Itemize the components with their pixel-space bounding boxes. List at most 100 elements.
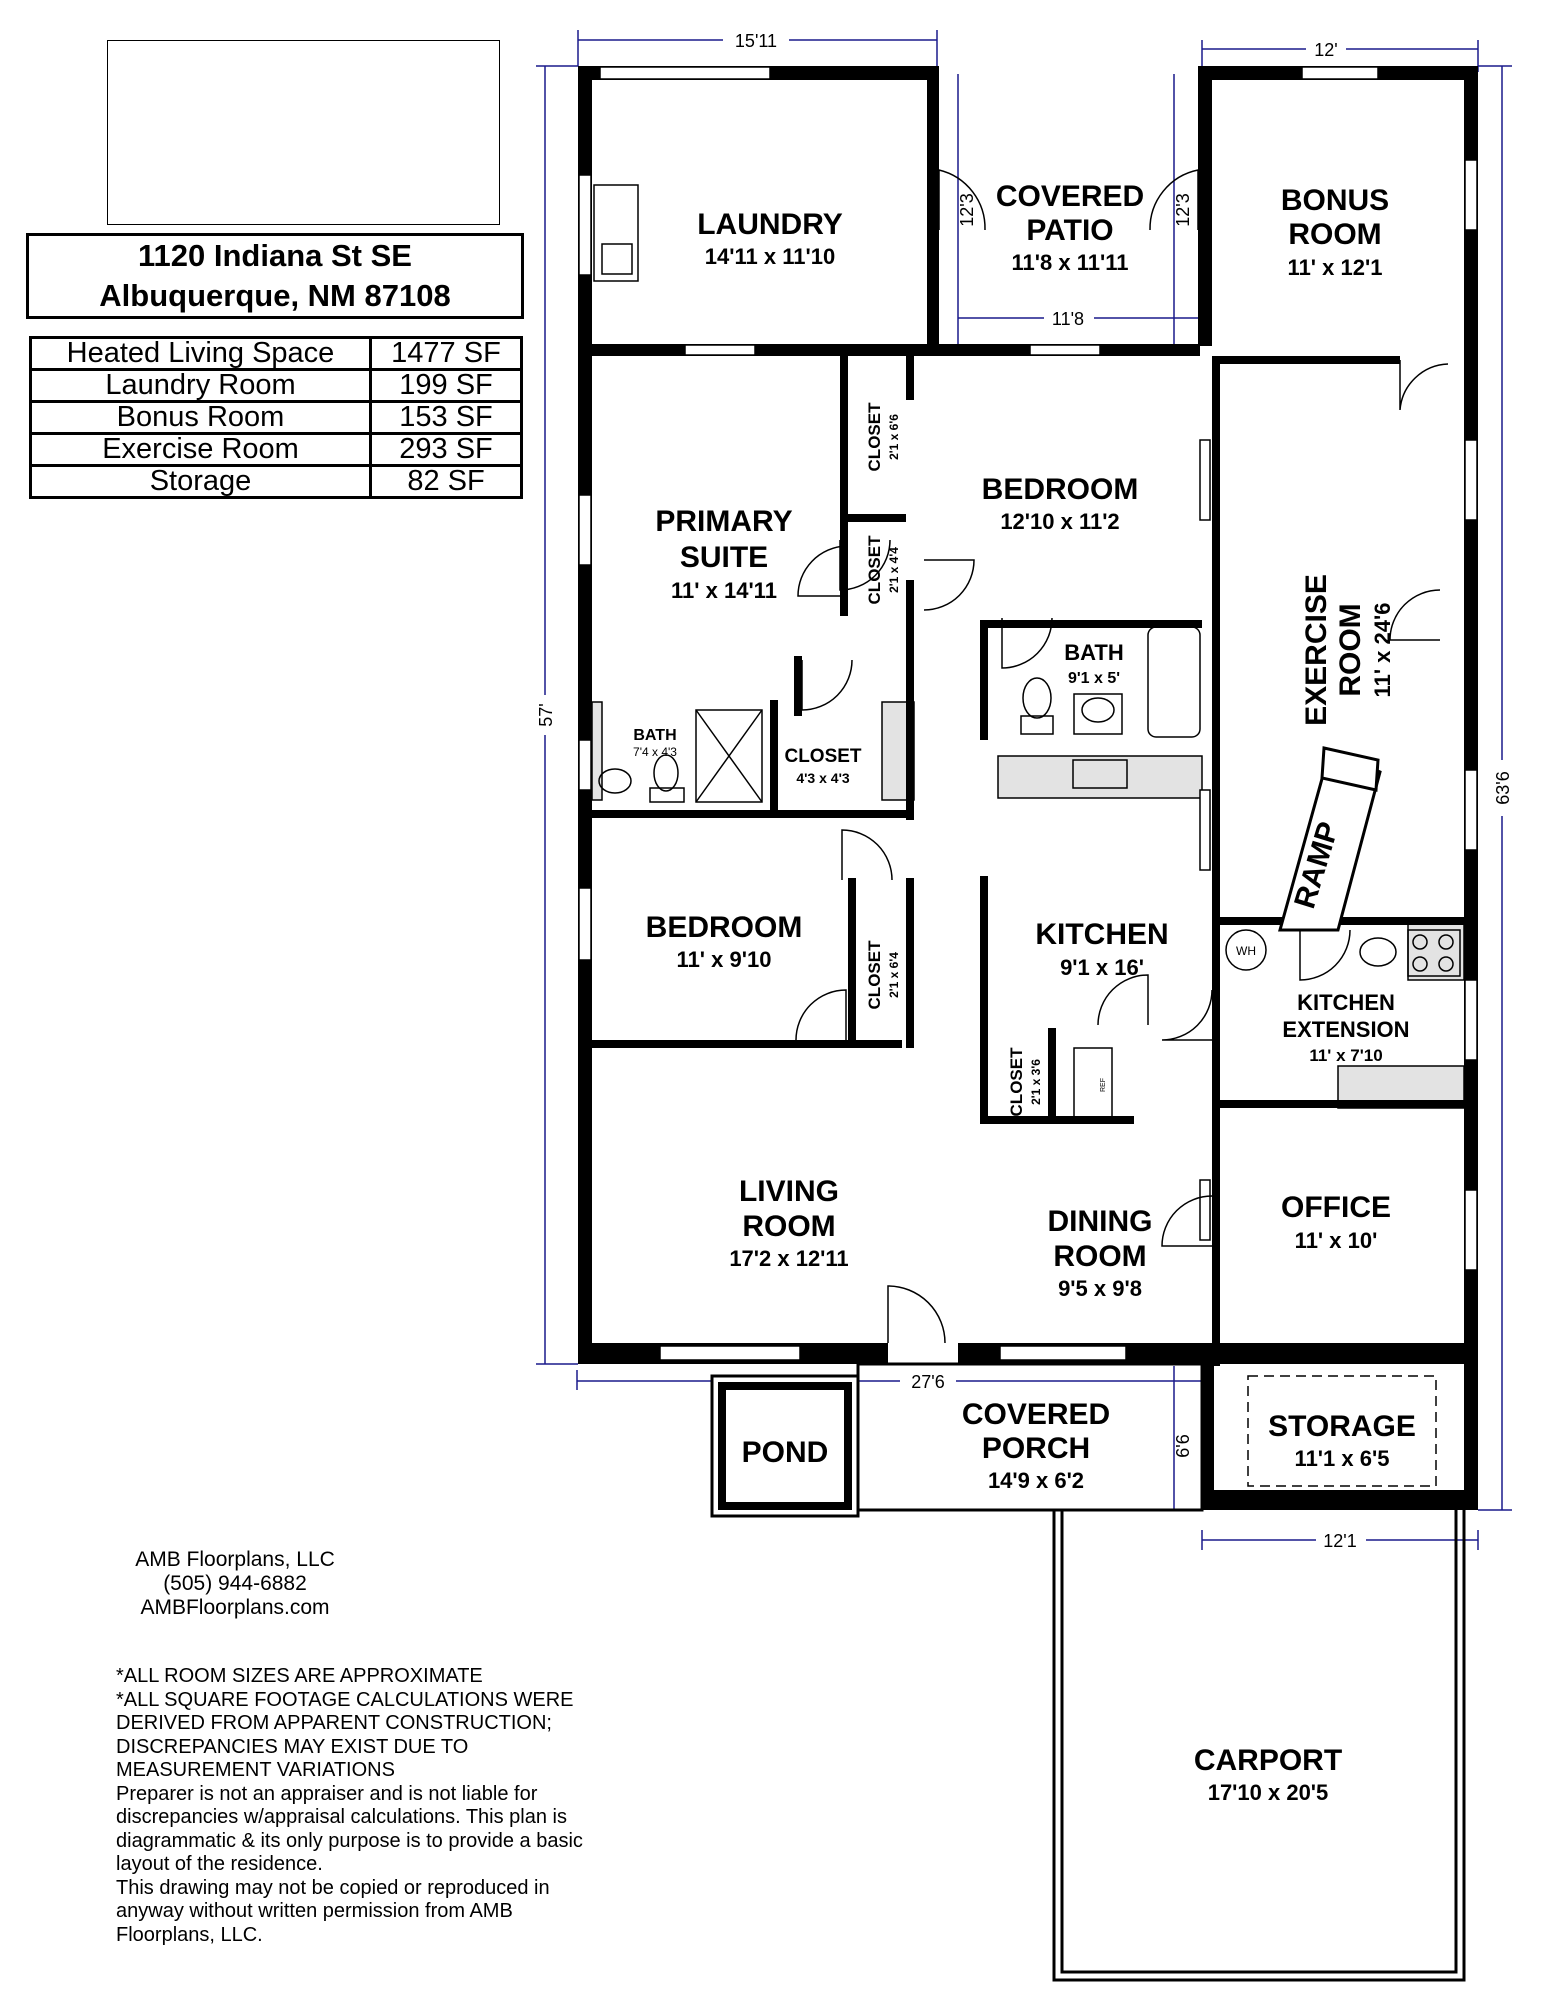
note-line: diagrammatic & its only purpose is to pr… (116, 1829, 583, 1852)
office-size: 11' x 10' (1295, 1228, 1378, 1253)
windows (578, 66, 1478, 1361)
kitchen-name: KITCHEN (1035, 918, 1168, 951)
living-name-1: LIVING (739, 1175, 839, 1208)
address-line-1: 1120 Indiana St SE (138, 238, 412, 273)
dim-porch-depth: 6'6 (1173, 1434, 1193, 1457)
dining-name-2: ROOM (1053, 1240, 1146, 1273)
area-value: 293 SF (369, 432, 523, 467)
bonus-name-2: ROOM (1288, 218, 1381, 251)
closet-a-size: 2'1 x 6'6 (887, 414, 901, 460)
disclaimer-notes: *ALL ROOM SIZES ARE APPROXIMATE *ALL SQU… (116, 1665, 636, 1947)
note-line: Preparer is not an appraiser and is not … (116, 1782, 538, 1805)
bathtub-icon (1147, 626, 1201, 738)
area-value: 153 SF (369, 400, 523, 435)
living-size: 17'2 x 12'11 (729, 1246, 848, 1271)
carport-outline (1052, 1510, 1466, 1982)
company-phone: (505) 944-6882 (163, 1572, 307, 1595)
bonus-size: 11' x 12'1 (1288, 255, 1383, 280)
carport-size: 17'10 x 20'5 (1208, 1780, 1329, 1805)
area-value: 199 SF (369, 368, 523, 403)
dim-storage-width: 12'1 (1323, 1531, 1356, 1551)
refrigerator-label: REF (1100, 1078, 1107, 1092)
office-name: OFFICE (1281, 1191, 1391, 1224)
exercise-name-1: EXERCISE (1300, 574, 1333, 726)
note-line: MEASUREMENT VARIATIONS (116, 1759, 395, 1781)
exercise-name-2: ROOM (1334, 603, 1367, 696)
fixtures (593, 184, 1461, 1487)
dim-patio-right-height: 12'3 (1173, 193, 1193, 226)
covered-porch-outline (856, 1362, 1204, 1512)
storage-outline (1247, 1375, 1437, 1487)
closet-hall-size: 4'3 x 4'3 (796, 770, 850, 786)
area-value: 82 SF (369, 464, 523, 499)
note-line: layout of the residence. (116, 1853, 323, 1875)
laundry-sink-icon (601, 243, 633, 275)
stove-icon (1407, 929, 1461, 977)
note-line: DERIVED FROM APPARENT CONSTRUCTION; (116, 1712, 552, 1734)
bedroom1-size: 12'10 x 11'2 (1000, 509, 1119, 534)
dim-bottom-width: 27'6 (911, 1372, 944, 1392)
area-label: Bonus Room (29, 400, 372, 435)
area-label: Laundry Room (29, 368, 372, 403)
bath2-size: 7'4 x 4'3 (633, 745, 677, 759)
living-name-2: ROOM (742, 1210, 835, 1243)
toilet-icon (653, 754, 679, 792)
dim-right-height: 63'6 (1493, 771, 1513, 804)
kitchen-ext-size: 11' x 7'10 (1309, 1046, 1382, 1065)
sink-icon (598, 768, 632, 794)
water-heater-icon (1225, 929, 1267, 971)
bedroom2-size: 11' x 9'10 (677, 947, 772, 972)
door-swings (795, 169, 1449, 1344)
dining-name-1: DINING (1048, 1205, 1153, 1238)
bedroom1-name: BEDROOM (982, 473, 1139, 506)
patio-size: 11'8 x 11'11 (1012, 250, 1129, 275)
bath2-name: BATH (633, 727, 676, 744)
area-label: Exercise Room (29, 432, 372, 467)
closet-c-name: CLOSET (865, 940, 884, 1010)
toilet-tank-icon (649, 787, 685, 803)
note-line: *ALL ROOM SIZES ARE APPROXIMATE (116, 1665, 483, 1687)
sink-icon (1081, 697, 1115, 723)
dim-top-left: 15'11 (735, 31, 777, 51)
exercise-size: 11' x 24'6 (1370, 603, 1395, 698)
note-line: discrepancies w/appraisal calculations. … (116, 1806, 567, 1828)
bonus-name-1: BONUS (1281, 184, 1389, 217)
dim-patio-left-height: 12'3 (957, 193, 977, 226)
closet-b-size: 2'1 x 4'4 (887, 547, 901, 593)
address-line-2: Albuquerque, NM 87108 (99, 278, 451, 313)
laundry-size: 14'11 x 11'10 (705, 244, 835, 269)
room-labels: LAUNDRY 14'11 x 11'10 COVERED PATIO 11'8… (633, 180, 1416, 1805)
note-line: *ALL SQUARE FOOTAGE CALCULATIONS WERE (116, 1688, 574, 1711)
patio-name-1: COVERED (996, 180, 1144, 213)
shower-icon (695, 709, 763, 803)
storage-size: 11'1 x 6'5 (1295, 1446, 1390, 1471)
bath1-name: BATH (1064, 640, 1123, 665)
area-value: 1477 SF (369, 336, 523, 371)
note-line: Floorplans, LLC. (116, 1923, 263, 1946)
pond: POND (710, 1374, 860, 1518)
kitchen-sink-icon (1072, 759, 1128, 789)
ramp: RAMP (1278, 746, 1382, 932)
bedroom2-name: BEDROOM (646, 911, 803, 944)
company-website: AMBFloorplans.com (140, 1596, 330, 1619)
primary-name-1: PRIMARY (655, 505, 792, 538)
closet-d-name: CLOSET (1007, 1047, 1026, 1117)
company-name: AMB Floorplans, LLC (135, 1548, 335, 1571)
vanity-icon (1073, 693, 1123, 735)
porch-size: 14'9 x 6'2 (988, 1468, 1084, 1493)
primary-size: 11' x 14'11 (671, 578, 777, 603)
address-box: 1120 Indiana St SE Albuquerque, NM 87108 (26, 233, 524, 319)
primary-name-2: SUITE (680, 541, 768, 574)
area-label: Heated Living Space (29, 336, 372, 371)
kitchen-ext-name-2: EXTENSION (1282, 1017, 1409, 1042)
logo-placeholder (107, 40, 500, 225)
dining-size: 9'5 x 9'8 (1058, 1276, 1142, 1301)
laundry-name: LAUNDRY (697, 208, 843, 241)
area-label: Storage (29, 464, 372, 499)
